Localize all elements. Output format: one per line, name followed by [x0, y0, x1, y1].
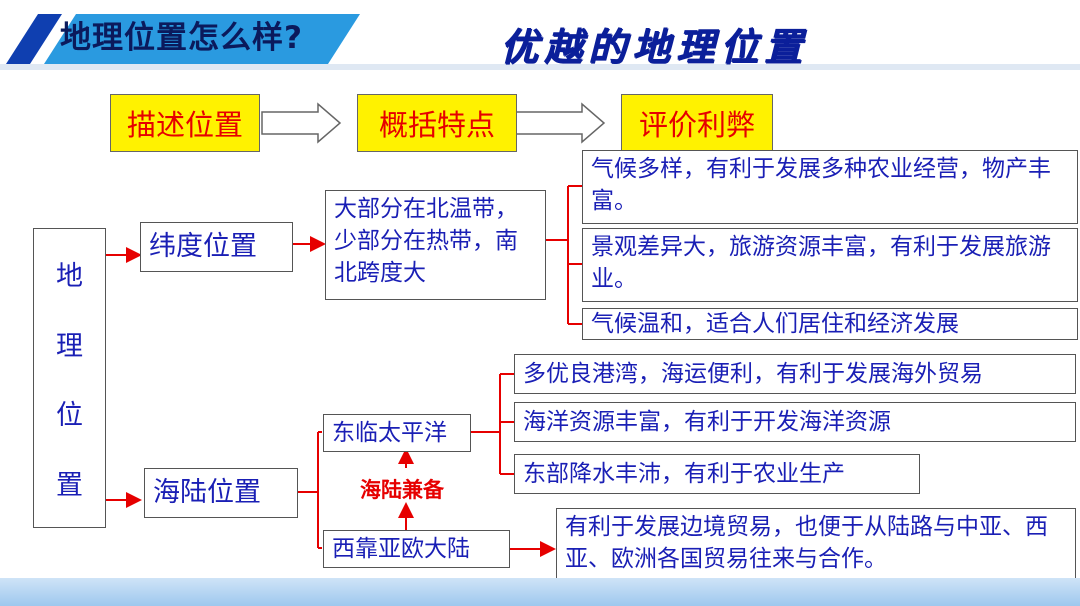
- west-eurasia-box: 西靠亚欧大陆: [323, 530, 510, 568]
- latitude-effect-1: 气候多样，有利于发展多种农业经营，物产丰富。: [582, 150, 1078, 224]
- root-geography-location: 地 理 位 置: [33, 228, 106, 528]
- root-char: 置: [56, 469, 83, 501]
- east-effect-3: 东部降水丰沛，有利于农业生产: [514, 454, 920, 494]
- east-effect-1: 多优良港湾，海运便利，有利于发展海外贸易: [514, 354, 1076, 394]
- root-char: 理: [56, 330, 83, 362]
- latitude-effect-2: 景观差异大，旅游资源丰富，有利于发展旅游业。: [582, 228, 1078, 302]
- root-char: 位: [56, 400, 83, 432]
- combined-label: 海陆兼备: [360, 478, 444, 502]
- step-summarize: 概括特点: [357, 94, 517, 152]
- footer-band: [0, 578, 1080, 606]
- latitude-effect-3: 气候温和，适合人们居住和经济发展: [582, 308, 1078, 340]
- east-pacific-box: 东临太平洋: [323, 414, 471, 452]
- east-effect-2: 海洋资源丰富，有利于开发海洋资源: [514, 402, 1076, 442]
- step-arrow-2: [515, 102, 606, 144]
- step-describe: 描述位置: [110, 94, 260, 152]
- root-char: 地: [56, 261, 83, 293]
- latitude-feature: 大部分在北温带，少部分在热带，南北跨度大: [325, 190, 546, 300]
- header-banner: [0, 14, 1080, 70]
- step-evaluate: 评价利弊: [621, 94, 773, 152]
- page-question: 地理位置怎么样?: [60, 20, 303, 56]
- land-sea-box: 海陆位置: [144, 468, 298, 518]
- step-arrow-1: [261, 102, 342, 144]
- latitude-box: 纬度位置: [140, 222, 293, 272]
- page-headline: 优越的地理位置: [500, 24, 809, 69]
- west-effect: 有利于发展边境贸易，也便于从陆路与中亚、西亚、欧洲各国贸易往来与合作。: [556, 508, 1076, 584]
